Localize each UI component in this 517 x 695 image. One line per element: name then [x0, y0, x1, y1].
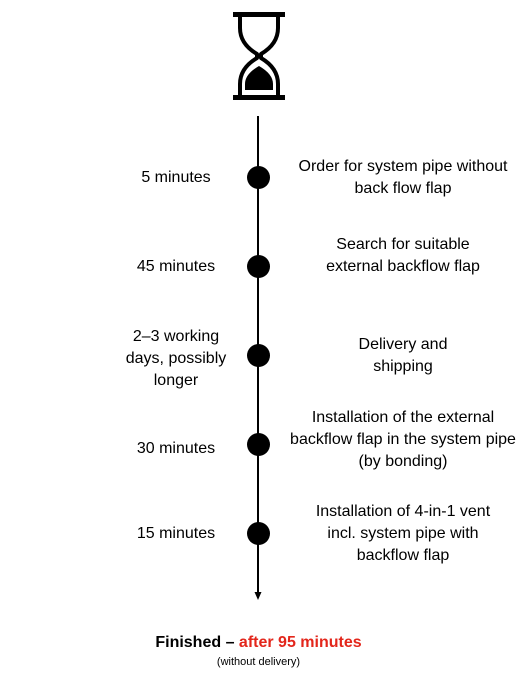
step-description: Order for system pipe without back flow … [298, 158, 508, 197]
timeline-dot [247, 522, 270, 545]
summary-text: Finished – after 95 minutes [0, 632, 517, 654]
step-duration: 5 minutes [141, 169, 211, 186]
summary-note: (without delivery) [216, 656, 301, 668]
step-duration: 45 minutes [136, 258, 216, 275]
step-duration: 30 minutes [136, 440, 216, 457]
timeline-dot [247, 255, 270, 278]
summary-highlight: after 95 minutes [238, 634, 362, 651]
timeline-dot [247, 433, 270, 456]
timeline-dot [247, 344, 270, 367]
step-description: Delivery and shipping [358, 336, 448, 375]
hourglass-icon [233, 12, 285, 100]
step-description: Installation of the external backflow fl… [290, 409, 516, 470]
step-duration: 2–3 working days, possibly longer [125, 328, 227, 389]
step-description: Search for suitable external backflow fl… [326, 236, 480, 275]
summary-footer: Finished – after 95 minutes (without del… [0, 632, 517, 669]
timeline-dot [247, 166, 270, 189]
step-description: Installation of 4-in-1 vent incl. system… [315, 503, 491, 564]
step-duration: 15 minutes [136, 525, 216, 542]
summary-prefix: Finished – [155, 634, 239, 651]
